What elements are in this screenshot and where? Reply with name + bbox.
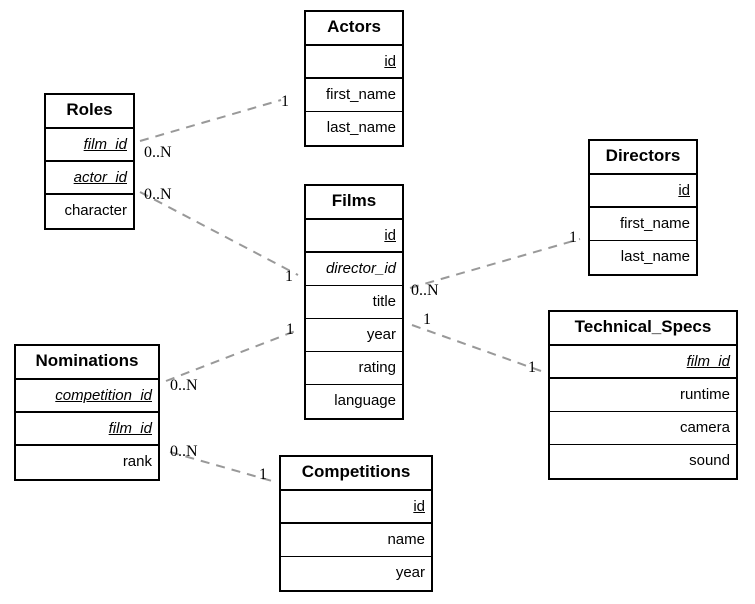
attribute-row-competitions-name[interactable]: name	[281, 524, 431, 557]
attribute-row-directors-id[interactable]: id	[590, 175, 696, 208]
entity-competitions[interactable]: Competitions id name year	[279, 455, 433, 592]
cardinality-label-films-3: 1	[423, 311, 431, 328]
attribute-row-technical_specs-runtime[interactable]: runtime	[550, 379, 736, 412]
attribute-row-nominations-film_id[interactable]: film_id	[16, 413, 158, 446]
cardinality-label-actors-0: 1	[281, 93, 289, 110]
cardinality-label-films-4: 1	[286, 321, 294, 338]
entity-roles[interactable]: Roles film_id actor_id character	[44, 93, 135, 230]
attribute-label-id: id	[384, 227, 396, 244]
attribute-label-runtime: runtime	[679, 386, 730, 403]
entity-title-directors: Directors	[590, 141, 696, 175]
attribute-label-language: language	[334, 392, 396, 409]
cardinality-label-competitions-5: 1	[259, 466, 267, 483]
attribute-row-roles-actor_id[interactable]: actor_id	[46, 162, 133, 195]
entity-title-competitions: Competitions	[281, 457, 431, 491]
attribute-row-films-id[interactable]: id	[306, 220, 402, 253]
attribute-row-technical_specs-film_id[interactable]: film_id	[550, 346, 736, 379]
attribute-label-film_id: film_id	[83, 136, 127, 153]
attribute-row-technical_specs-camera[interactable]: camera	[550, 412, 736, 445]
attribute-row-films-director_id[interactable]: director_id	[306, 253, 402, 286]
attribute-row-competitions-id[interactable]: id	[281, 491, 431, 524]
entity-title-nominations: Nominations	[16, 346, 158, 380]
attribute-row-films-rating[interactable]: rating	[306, 352, 402, 385]
entity-title-films: Films	[306, 186, 402, 220]
attribute-row-films-year[interactable]: year	[306, 319, 402, 352]
attribute-label-director_id: director_id	[325, 260, 396, 277]
attribute-label-sound: sound	[689, 452, 730, 469]
relationship-line-nominations-films	[165, 329, 299, 382]
attribute-label-actor_id: actor_id	[73, 169, 127, 186]
attribute-label-name: name	[387, 531, 425, 548]
entity-title-technical_specs: Technical_Specs	[550, 312, 736, 346]
attribute-label-camera: camera	[679, 419, 730, 436]
attribute-label-character: character	[64, 202, 127, 219]
cardinality-label-roles-1: 0..N	[144, 186, 172, 203]
attribute-row-roles-film_id[interactable]: film_id	[46, 129, 133, 162]
attribute-row-actors-first_name[interactable]: first_name	[306, 79, 402, 112]
attribute-row-nominations-rank[interactable]: rank	[16, 446, 158, 479]
cardinality-label-technical_specs-3: 1	[528, 359, 536, 376]
attribute-label-year: year	[395, 564, 425, 581]
attribute-row-directors-first_name[interactable]: first_name	[590, 208, 696, 241]
attribute-row-actors-id[interactable]: id	[306, 46, 402, 79]
attribute-row-nominations-competition_id[interactable]: competition_id	[16, 380, 158, 413]
relationship-line-films-directors	[409, 238, 581, 289]
attribute-label-first_name: first_name	[325, 86, 396, 103]
attribute-label-film_id: film_id	[108, 420, 152, 437]
attribute-row-actors-last_name[interactable]: last_name	[306, 112, 402, 145]
attribute-label-film_id: film_id	[686, 353, 730, 370]
cardinality-label-nominations-5: 0..N	[170, 443, 198, 460]
cardinality-label-nominations-4: 0..N	[170, 377, 198, 394]
relationship-line-roles-actors	[139, 99, 282, 142]
attribute-label-rating: rating	[358, 359, 396, 376]
attribute-label-last_name: last_name	[620, 248, 690, 265]
attribute-label-first_name: first_name	[619, 215, 690, 232]
relationship-line-nominations-competitions	[169, 451, 273, 482]
attribute-row-competitions-year[interactable]: year	[281, 557, 431, 590]
attribute-label-year: year	[366, 326, 396, 343]
cardinality-label-films-1: 1	[285, 268, 293, 285]
attribute-label-id: id	[384, 53, 396, 70]
entity-directors[interactable]: Directors id first_name last_name	[588, 139, 698, 276]
relationship-line-films-technical_specs	[411, 324, 542, 372]
entity-title-actors: Actors	[306, 12, 402, 46]
entity-actors[interactable]: Actors id first_name last_name	[304, 10, 404, 147]
relationship-line-roles-films	[139, 191, 299, 276]
entity-title-roles: Roles	[46, 95, 133, 129]
attribute-row-directors-last_name[interactable]: last_name	[590, 241, 696, 274]
cardinality-label-directors-2: 1	[569, 229, 577, 246]
attribute-label-rank: rank	[122, 453, 152, 470]
attribute-row-films-title[interactable]: title	[306, 286, 402, 319]
attribute-label-title: title	[372, 293, 396, 310]
cardinality-label-roles-0: 0..N	[144, 144, 172, 161]
attribute-label-competition_id: competition_id	[55, 387, 152, 404]
attribute-row-films-language[interactable]: language	[306, 385, 402, 418]
cardinality-label-films-2: 0..N	[411, 282, 439, 299]
attribute-row-technical_specs-sound[interactable]: sound	[550, 445, 736, 478]
attribute-label-last_name: last_name	[326, 119, 396, 136]
attribute-row-roles-character[interactable]: character	[46, 195, 133, 228]
attribute-label-id: id	[678, 182, 690, 199]
attribute-label-id: id	[413, 498, 425, 515]
